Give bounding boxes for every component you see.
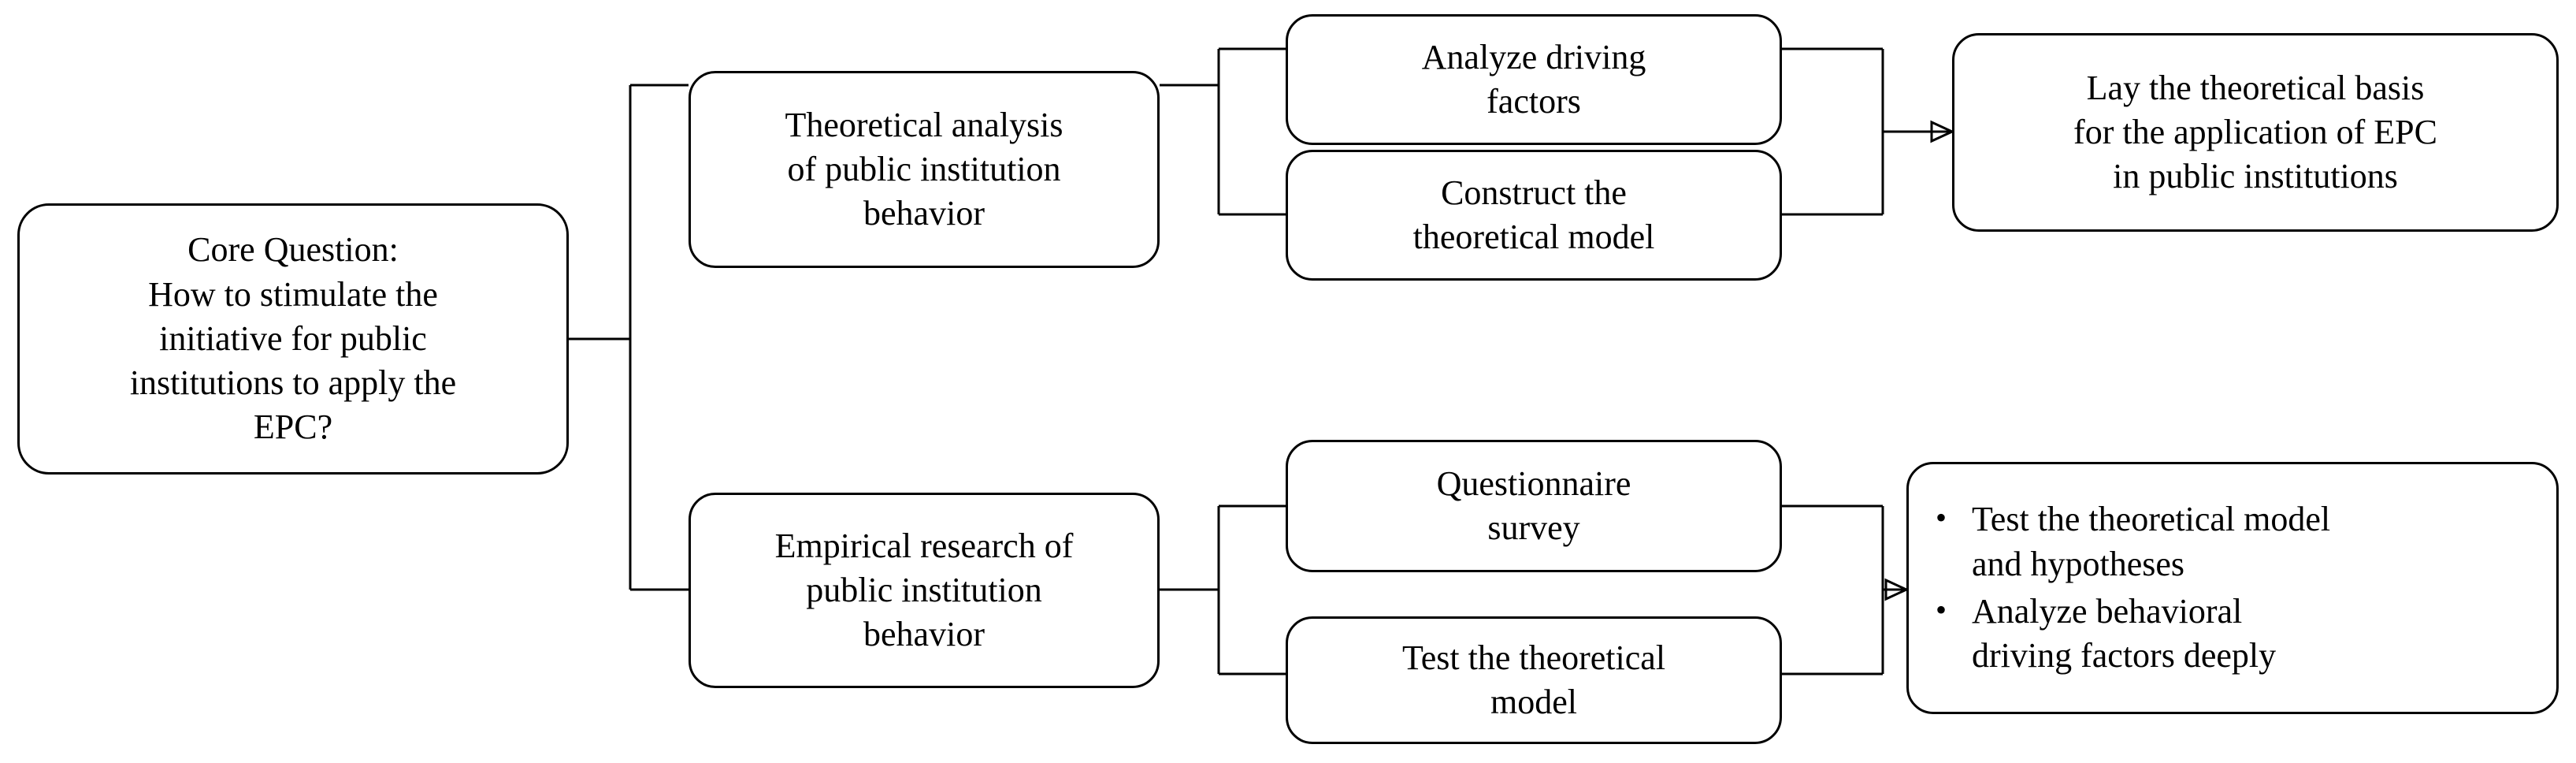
bullet-dot-icon: • <box>1936 500 1947 536</box>
empirical-outcome-2-line-1: Analyze behavioral <box>1972 592 2243 631</box>
lay-theoretical-basis-line-3: in public institutions <box>2113 157 2398 196</box>
empirical-research-line-1: Empirical research of <box>774 526 1074 565</box>
core-question-line-1: Core Question: <box>187 230 399 270</box>
empirical-outcome-1-line-1: Test the theoretical model <box>1972 500 2331 539</box>
node-lay-theoretical-basis[interactable]: Lay the theoretical basis for the applic… <box>1952 33 2559 232</box>
arrow-head-top <box>1930 120 1955 143</box>
empirical-outcome-1-line-2: and hypotheses <box>1972 544 2185 583</box>
arrow-head-bottom <box>1884 578 1910 601</box>
core-question-line-2: How to stimulate the <box>148 274 438 314</box>
node-core-question[interactable]: Core Question: How to stimulate the init… <box>17 203 569 475</box>
lay-theoretical-basis-line-1: Lay the theoretical basis <box>2086 68 2425 107</box>
empirical-outcome-1-text: Test the theoretical model and hypothese… <box>1972 497 2330 586</box>
empirical-outcome-2-text: Analyze behavioral driving factors deepl… <box>1972 590 2276 679</box>
lay-theoretical-basis-line-2: for the application of EPC <box>2073 112 2437 151</box>
node-empirical-research[interactable]: Empirical research of public institution… <box>689 493 1160 688</box>
questionnaire-survey-line-2: survey <box>1487 508 1580 547</box>
questionnaire-survey-line-1: Questionnaire <box>1436 463 1631 503</box>
node-analyze-driving-factors[interactable]: Analyze driving factors <box>1286 14 1782 145</box>
analyze-driving-factors-line-1: Analyze driving <box>1421 37 1646 76</box>
test-theoretical-model-line-1: Test the theoretical <box>1401 638 1666 677</box>
node-construct-theoretical-model[interactable]: Construct the theoretical model <box>1286 150 1782 281</box>
empirical-research-line-2: public institution <box>806 570 1042 609</box>
node-questionnaire-survey[interactable]: Questionnaire survey <box>1286 440 1782 572</box>
empirical-outcome-2-line-2: driving factors deeply <box>1972 636 2277 676</box>
theoretical-analysis-line-1: Theoretical analysis <box>785 105 1063 144</box>
core-question-line-5: EPC? <box>253 408 333 447</box>
construct-theoretical-model-line-2: theoretical model <box>1412 218 1655 256</box>
analyze-driving-factors-line-2: factors <box>1487 82 1581 121</box>
empirical-research-line-3: behavior <box>863 615 985 654</box>
theoretical-analysis-line-2: of public institution <box>787 149 1061 188</box>
bullet-dot-icon: • <box>1936 592 1947 627</box>
construct-theoretical-model-line-1: Construct the <box>1441 173 1627 212</box>
theoretical-analysis-line-3: behavior <box>863 194 985 233</box>
core-question-line-4: institutions to apply the <box>129 363 457 403</box>
node-theoretical-analysis[interactable]: Theoretical analysis of public instituti… <box>689 71 1160 268</box>
list-item: • Analyze behavioral driving factors dee… <box>1936 590 2276 679</box>
core-question-line-3: initiative for public <box>159 318 427 358</box>
list-item: • Test the theoretical model and hypothe… <box>1936 497 2330 586</box>
test-theoretical-model-line-2: model <box>1490 683 1577 721</box>
node-empirical-outcomes[interactable]: • Test the theoretical model and hypothe… <box>1906 462 2559 714</box>
node-test-theoretical-model[interactable]: Test the theoretical model <box>1286 616 1782 744</box>
